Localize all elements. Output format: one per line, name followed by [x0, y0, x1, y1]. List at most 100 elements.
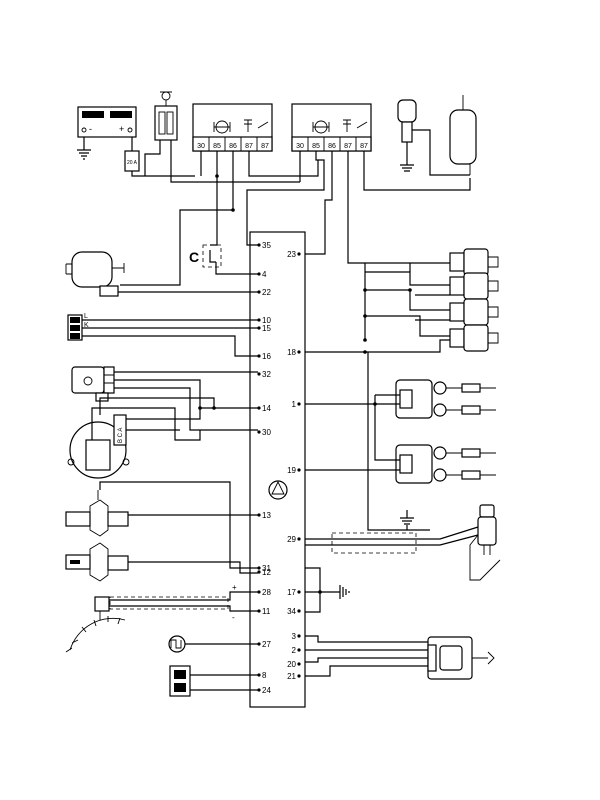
ignition-coil-2 [395, 444, 496, 484]
diagnostic-block [169, 665, 191, 697]
fuel-pump [449, 95, 477, 175]
ecu-pin-35: 35 [262, 241, 271, 250]
ground-icon [339, 585, 350, 599]
ecu-pin-1-dot [297, 402, 301, 406]
ignition-coil-1 [395, 379, 496, 419]
ecu-pin-35-dot [257, 243, 261, 247]
ecu-pin-18: 18 [287, 348, 296, 357]
ecu-pin-13: 13 [262, 511, 271, 520]
ecu-pin-22: 22 [262, 288, 271, 297]
injector-1 [449, 248, 499, 276]
ecu-pin-4: 4 [262, 270, 267, 279]
ecu-pin-12: 12 [262, 568, 271, 577]
air-temp-sensor [65, 542, 129, 582]
battery-plus-label: + [119, 124, 124, 134]
injector-3 [449, 298, 499, 326]
relay2-pins-pin-30: 30 [296, 143, 304, 150]
lambda-sensor [469, 504, 501, 581]
ecu-pin-28: 28 [262, 588, 271, 597]
ecu-pin-8-dot [257, 673, 261, 677]
ecu-pin-14-dot [257, 406, 261, 410]
pin-l-label: L [84, 313, 88, 320]
ground-icon [77, 149, 91, 160]
pulse-signal-icon [168, 635, 186, 653]
crank-plus-label: + [232, 583, 237, 592]
ecu-pin-16: 16 [262, 352, 271, 361]
canister-valve [397, 99, 417, 172]
diagnostic-connector: L K [67, 313, 89, 341]
ecu-pin-18-dot [297, 350, 301, 354]
crank-sensor [65, 596, 126, 653]
ecu-pin-27-dot [257, 642, 261, 646]
injector-2 [449, 272, 499, 300]
idle-actuator [65, 251, 125, 297]
ecu-pin-2-dot [297, 648, 301, 652]
ecu-pin-19: 19 [287, 466, 296, 475]
ecu-pin-34: 34 [287, 607, 296, 616]
ecu-pin-15: 15 [262, 324, 271, 333]
ecu-pin-15-dot [257, 326, 261, 330]
ecu-logo-icon [268, 480, 288, 500]
relay2-pins-pin-87: 87 [360, 143, 368, 150]
ecu-pin-32: 32 [262, 370, 271, 379]
fuse: 20 A [124, 150, 140, 172]
ground-icon [400, 510, 414, 525]
relay1-pins-pin-86: 86 [229, 143, 237, 150]
ecu-pin-34-dot [297, 609, 301, 613]
ecu-pin-12-dot [257, 570, 261, 574]
tps-letters: B C A [118, 428, 124, 443]
crank-minus-label: - [232, 613, 235, 622]
ecu-pin-21: 21 [287, 672, 296, 681]
ecu-pin-31-dot [257, 566, 261, 570]
relay1-pins-pin-87: 87 [261, 143, 269, 150]
map-sensor [71, 366, 115, 402]
pin-k-label: K [84, 322, 89, 329]
ignition-switch [154, 91, 178, 141]
ecu-pin-2: 2 [292, 646, 297, 655]
ecu-pin-30-dot [257, 430, 261, 434]
relay-2 [291, 103, 372, 152]
connector-c [202, 244, 222, 268]
coolant-temp-sensor [65, 490, 129, 537]
ecu-pin-29-dot [297, 537, 301, 541]
relay1-pins-pin-85: 85 [213, 143, 221, 150]
ecu-pin-27: 27 [262, 640, 271, 649]
ecu-pin-32-dot [257, 372, 261, 376]
ecu-pin-11: 11 [262, 607, 271, 616]
speed-sensor [427, 636, 495, 680]
injector-4 [449, 324, 499, 352]
ecu-pin-10-dot [257, 318, 261, 322]
ecu-pin-13-dot [257, 513, 261, 517]
battery: - + [77, 106, 137, 138]
ecu-pin-8: 8 [262, 671, 267, 680]
ecu-pin-24: 24 [262, 686, 271, 695]
ecu-pin-17: 17 [287, 588, 296, 597]
ecu-box [249, 231, 306, 708]
ecu-pin-3-dot [297, 634, 301, 638]
relay2-pins-pin-86: 86 [328, 143, 336, 150]
ecu-pin-31: 31 [262, 564, 271, 573]
ecu-pin-23-dot [297, 252, 301, 256]
throttle-position-sensor: B C A [67, 414, 130, 479]
ecu-pin-30: 30 [262, 428, 271, 437]
ecu-pin-17-dot [297, 590, 301, 594]
fuse-rating: 20 A [127, 160, 138, 166]
ecu-pin-3: 3 [292, 632, 297, 641]
relay2-pins-pin-87: 87 [344, 143, 352, 150]
ecu-pin-20: 20 [287, 660, 296, 669]
ecu-pin-1: 1 [292, 400, 297, 409]
ecu-pin-10: 10 [262, 316, 271, 325]
ecu-pin-23: 23 [287, 250, 296, 259]
connector-c-label: C [189, 249, 199, 265]
ecu-pin-20-dot [297, 662, 301, 666]
ecu-pin-16-dot [257, 354, 261, 358]
ecu-pin-4-dot [257, 272, 261, 276]
ecu-pin-11-dot [257, 609, 261, 613]
ecu-pin-14: 14 [262, 404, 271, 413]
ecu-pin-29: 29 [287, 535, 296, 544]
battery-minus-label: - [89, 124, 92, 134]
ecu-pin-21-dot [297, 674, 301, 678]
ecu-pin-19-dot [297, 468, 301, 472]
relay1-pins-pin-30: 30 [197, 143, 205, 150]
